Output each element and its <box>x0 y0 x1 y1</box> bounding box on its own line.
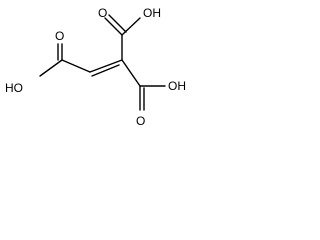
bond-left-c-oh <box>39 59 63 77</box>
molecule-diagram: O OH O HO OH O <box>5 6 186 128</box>
bond-top-co-double-a <box>104 17 123 36</box>
bond-c3-c-left <box>61 59 91 73</box>
atom-left-ho: HO <box>5 81 23 95</box>
bond-c2-c3-double-a <box>89 59 123 73</box>
atom-top-o: O <box>98 6 107 20</box>
atom-right-o: O <box>136 114 145 128</box>
structure-canvas: O OH O HO OH O <box>0 0 210 138</box>
bond-top-c-oh <box>121 17 141 36</box>
bond-c2-c3-double-b <box>91 64 120 77</box>
atom-left-o: O <box>55 29 64 43</box>
bond-c2-c-right <box>121 59 141 87</box>
atom-top-oh: OH <box>143 6 161 20</box>
atom-labels: O OH O HO OH O <box>5 6 186 128</box>
bonds <box>39 14 166 111</box>
atom-right-oh: OH <box>168 79 186 93</box>
bond-top-co-double-b <box>108 14 127 33</box>
